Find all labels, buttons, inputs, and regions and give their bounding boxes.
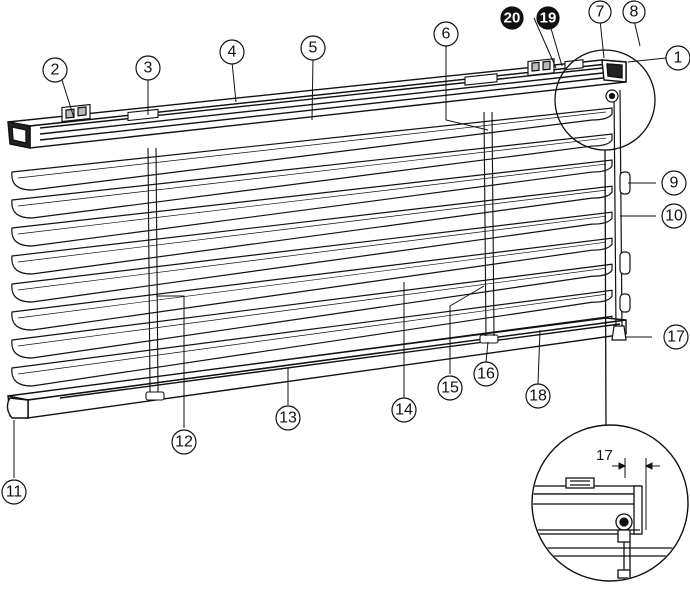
svg-text:8: 8 — [630, 4, 639, 21]
slat-edge — [17, 215, 607, 291]
callout-12: 12 — [171, 429, 197, 455]
ladder-drums — [127, 59, 584, 122]
dimension-marker — [612, 458, 660, 530]
svg-text:14: 14 — [395, 402, 413, 419]
callout-17: 17 — [663, 324, 689, 350]
callout-16: 16 — [473, 361, 499, 387]
callout-20: 20 — [500, 6, 524, 30]
svg-text:3: 3 — [144, 60, 153, 77]
svg-text:7: 7 — [596, 4, 605, 21]
detail-magnified-circle: 17 — [531, 424, 689, 582]
svg-text:6: 6 — [442, 26, 451, 43]
svg-text:10: 10 — [665, 208, 683, 225]
svg-text:17: 17 — [667, 329, 685, 346]
slat-edge — [17, 111, 607, 179]
leader-lines — [13, 17, 667, 478]
callout-10: 10 — [661, 203, 687, 229]
callout-7: 7 — [588, 0, 612, 24]
callout-3: 3 — [135, 55, 161, 81]
installation-bracket-left — [61, 103, 91, 123]
operating-cord-assembly — [605, 89, 631, 341]
svg-text:18: 18 — [529, 388, 547, 405]
slat-edge — [17, 267, 607, 347]
callout-2: 2 — [42, 57, 68, 83]
slat — [11, 185, 613, 275]
callout-1: 1 — [665, 45, 690, 71]
svg-text:15: 15 — [441, 380, 459, 397]
svg-text:1: 1 — [674, 50, 683, 67]
bottom-rail — [6, 317, 627, 419]
svg-text:20: 20 — [504, 10, 521, 27]
callout-19: 19 — [536, 6, 560, 30]
callout-14: 14 — [391, 397, 417, 423]
svg-text:19: 19 — [540, 10, 557, 27]
slat — [11, 237, 613, 331]
callout-11: 11 — [1, 479, 27, 505]
callout-9: 9 — [661, 170, 687, 196]
slat — [11, 263, 613, 359]
svg-text:9: 9 — [670, 175, 679, 192]
svg-text:16: 16 — [477, 366, 495, 383]
callout-4: 4 — [219, 39, 245, 65]
ladder-cords — [147, 111, 495, 393]
svg-text:13: 13 — [279, 410, 297, 427]
slat — [11, 159, 613, 247]
svg-text:2: 2 — [51, 62, 60, 79]
callout-5: 5 — [300, 35, 326, 61]
svg-text:12: 12 — [175, 434, 193, 451]
slat — [11, 289, 613, 387]
callout-6: 6 — [433, 21, 459, 47]
slat-edge — [17, 241, 607, 319]
callout-13: 13 — [275, 405, 301, 431]
slat — [11, 211, 613, 303]
slat-edge — [17, 293, 607, 375]
svg-text:5: 5 — [309, 40, 318, 57]
svg-text:11: 11 — [6, 484, 23, 501]
slat-edge — [17, 137, 607, 207]
svg-text:4: 4 — [228, 44, 237, 61]
bottom-rail-caps — [145, 334, 499, 401]
callout-18: 18 — [525, 383, 551, 409]
installation-bracket-right — [527, 58, 555, 77]
callout-8: 8 — [622, 0, 646, 24]
slat-edge — [17, 189, 607, 263]
callout-15: 15 — [437, 375, 463, 401]
callout-labels: 1 2 3 4 5 6 7 8 9 10 11 12 13 14 15 16 1… — [1, 0, 690, 505]
detail-callout-circle — [554, 49, 656, 427]
slat-edge — [17, 163, 607, 235]
dimension-label: 17 — [596, 447, 613, 464]
